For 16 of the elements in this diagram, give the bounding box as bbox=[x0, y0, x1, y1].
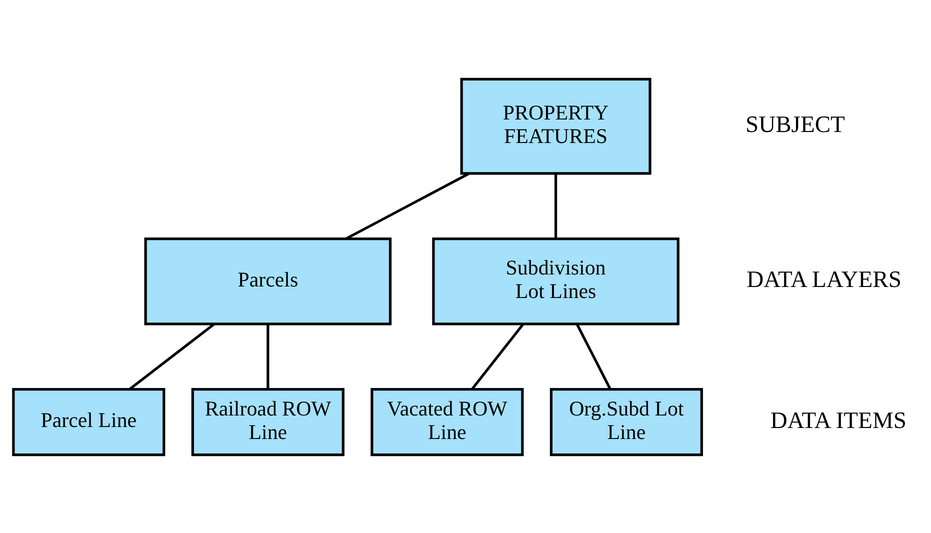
connector bbox=[346, 172, 470, 240]
node-box: PROPERTY FEATURES bbox=[460, 77, 652, 174]
label: SUBJECT bbox=[746, 112, 845, 138]
connector bbox=[471, 322, 524, 390]
label: DATA ITEMS bbox=[770, 407, 906, 434]
label: DATA LAYERS bbox=[746, 266, 902, 293]
node-box: Parcels bbox=[144, 237, 392, 325]
connector bbox=[576, 323, 612, 390]
connector bbox=[129, 322, 215, 390]
node-box: Org.Subd Lot Line bbox=[550, 388, 703, 456]
connector bbox=[554, 173, 558, 238]
connector bbox=[266, 324, 270, 389]
node-box: Parcel Line bbox=[12, 388, 166, 456]
node-box: Railroad ROW Line bbox=[191, 388, 344, 456]
node-box: Subdivision Lot Lines bbox=[432, 237, 680, 325]
node-box: Vacated ROW Line bbox=[370, 388, 524, 456]
